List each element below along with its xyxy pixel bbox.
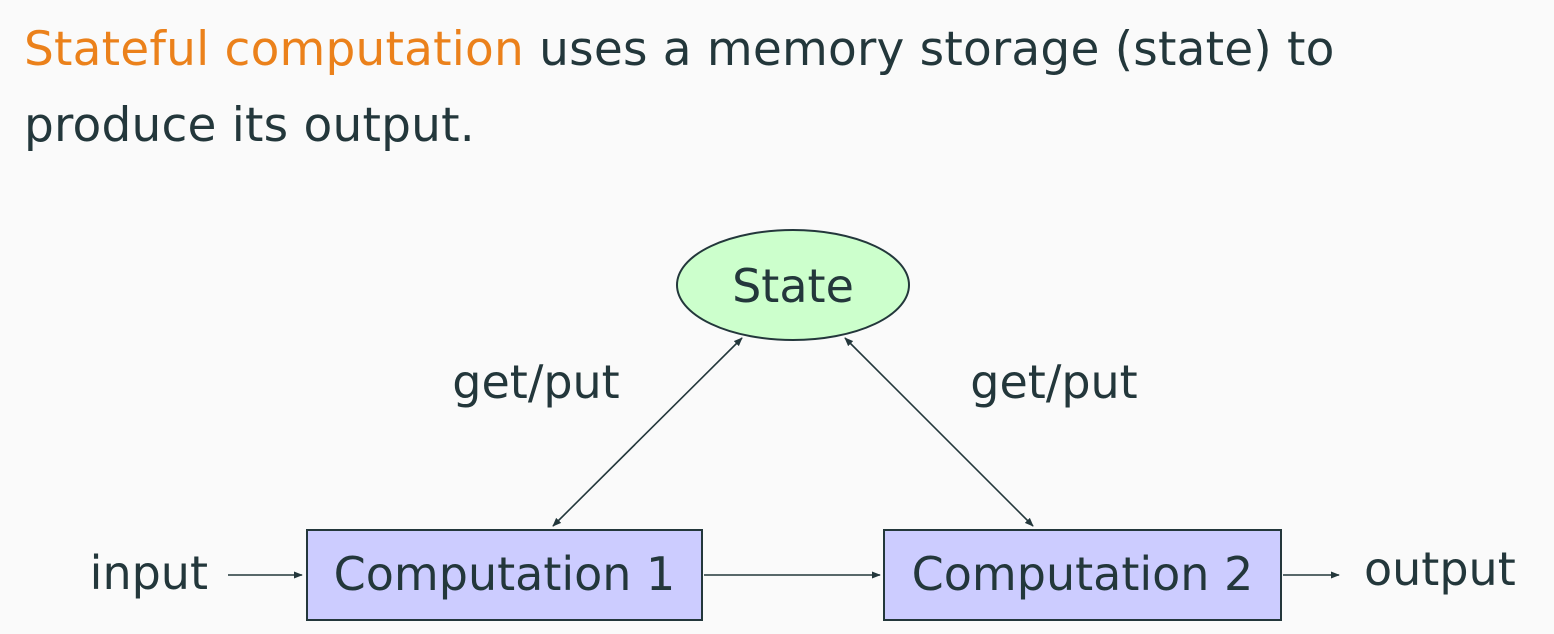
output-label: output <box>1364 542 1516 596</box>
edge-left-label: get/put <box>452 355 619 409</box>
computation-2-label: Computation 2 <box>912 547 1254 601</box>
headline-term: Stateful computation <box>24 22 525 77</box>
state-comp2-arrow <box>844 337 1034 527</box>
headline-rest: uses a memory storage (state) to produce… <box>24 22 1335 153</box>
state-label: State <box>732 259 854 313</box>
headline: Stateful computation uses a memory stora… <box>24 12 1504 164</box>
computation-1-label: Computation 1 <box>334 547 676 601</box>
state-comp1-arrow <box>552 337 743 527</box>
state-node <box>676 229 910 341</box>
input-label: input <box>90 546 208 600</box>
computation-2-box <box>883 529 1282 621</box>
computation-1-box <box>306 529 703 621</box>
edge-right-label: get/put <box>970 355 1137 409</box>
